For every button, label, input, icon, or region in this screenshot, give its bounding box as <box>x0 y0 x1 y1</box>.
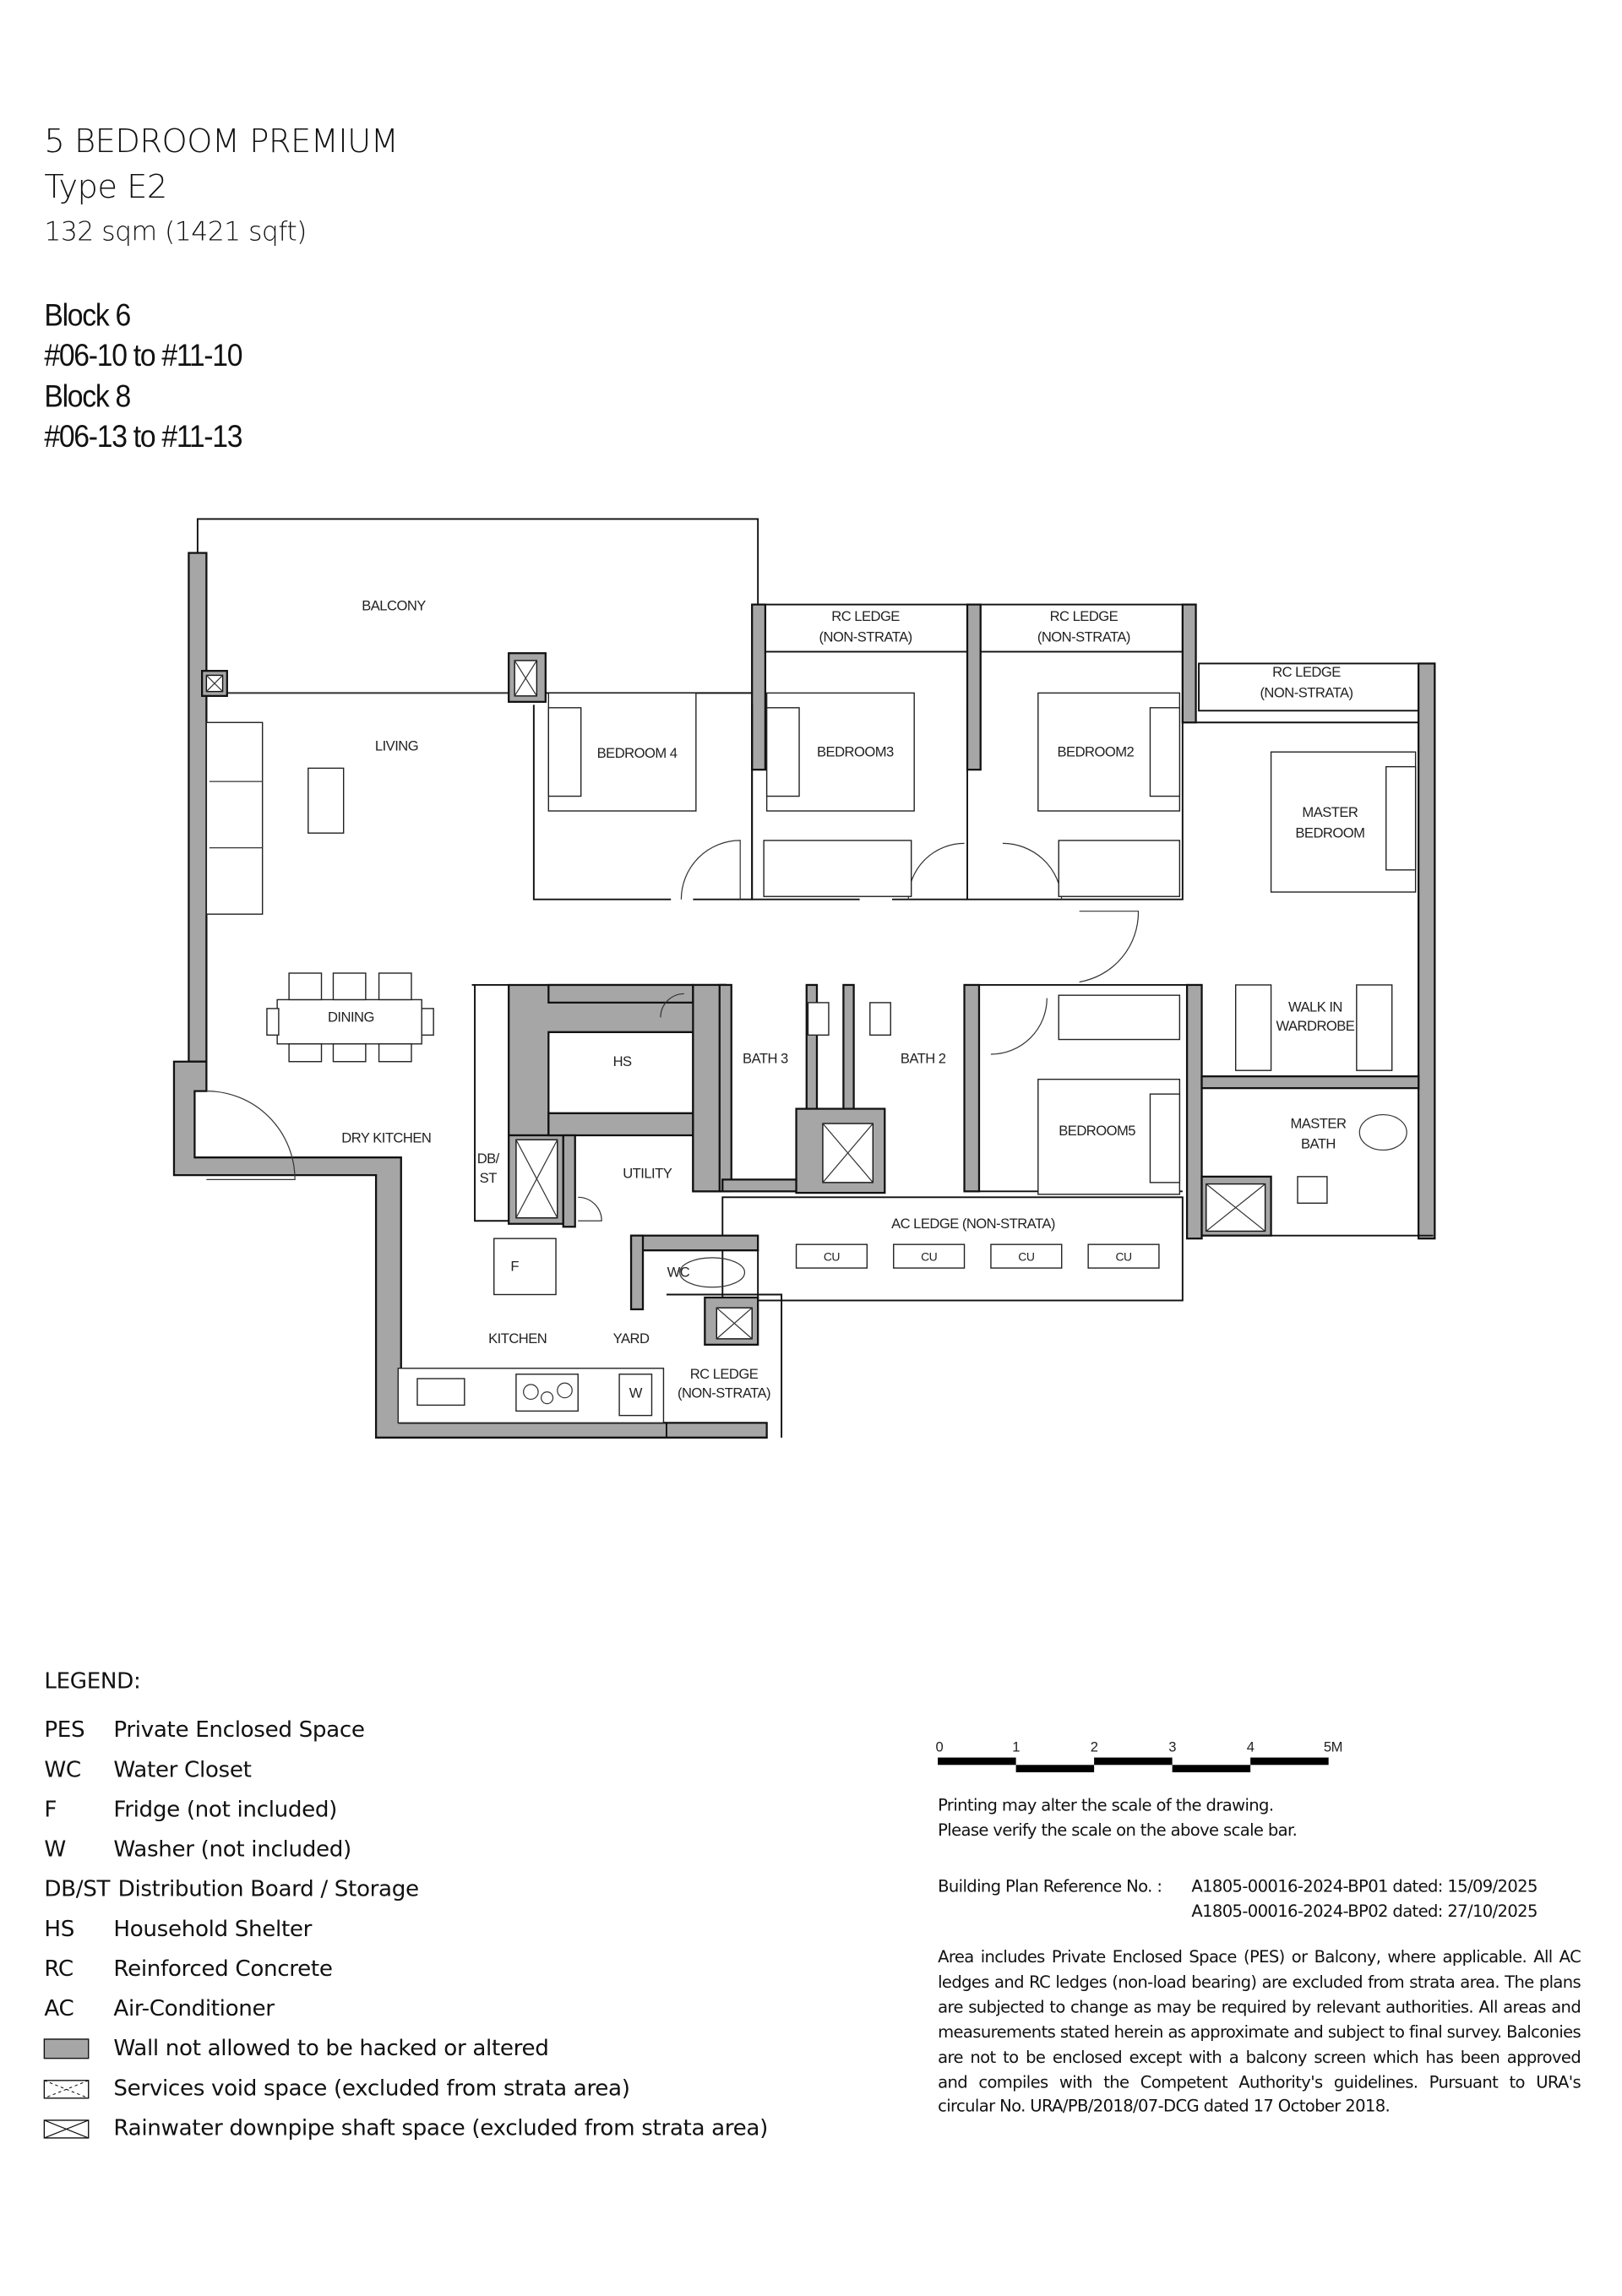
legend-text: Reinforced Concrete <box>113 1955 333 1982</box>
room-label-bedroom3: BEDROOM3 <box>817 743 894 759</box>
unit-area: 132 sqm (1421 sqft) <box>44 216 307 248</box>
room-label-ac-ledge: AC LEDGE (NON-STRATA) <box>891 1216 1055 1232</box>
room-label-living: LIVING <box>375 737 418 754</box>
interior-partitions <box>398 705 1434 1438</box>
legend-abbr: W <box>44 1836 66 1863</box>
cu-label: CU <box>921 1249 937 1263</box>
room-label-rc-ledge: RC LEDGE <box>1272 664 1341 680</box>
legend-list: PES Private Enclosed Space WC Water Closet… <box>44 1717 781 2159</box>
wall-swatch-icon <box>43 2038 90 2059</box>
unit-type-title: 5 BEDROOM PREMIUM <box>44 123 399 161</box>
bp-reference-label: Building Plan Reference No. : <box>938 1876 1162 1896</box>
unit-range: #06-13 to #11-13 <box>44 420 242 454</box>
room-label-rc-ledge: RC LEDGE <box>690 1366 759 1382</box>
room-label-kitchen: KITCHEN <box>488 1330 547 1347</box>
room-label-wc: WC <box>667 1265 690 1281</box>
cu-label: CU <box>1018 1249 1034 1263</box>
scale-segment <box>1094 1757 1173 1766</box>
services-void-icon <box>43 2080 90 2099</box>
legend-text: Distribution Board / Storage <box>117 1875 420 1902</box>
cu-label: CU <box>1115 1249 1131 1263</box>
room-label-hs: HS <box>613 1053 632 1069</box>
scale-note: Printing may alter the scale of the draw… <box>938 1795 1274 1815</box>
legend-text: Washer (not included) <box>113 1836 351 1863</box>
room-labels: BALCONY LIVING BEDROOM 4 BEDROOM3 BEDROO… <box>328 598 1365 1401</box>
room-label-utility: UTILITY <box>623 1166 672 1182</box>
legend-abbr: F <box>44 1795 57 1823</box>
rainwater-shaft-icon <box>43 2119 90 2139</box>
legend-abbr: WC <box>44 1755 81 1783</box>
scale-tick-label: 1 <box>1012 1739 1020 1755</box>
room-label-dbst: ST <box>480 1170 498 1186</box>
scale-tick-label: 0 <box>936 1739 944 1755</box>
room-label-dining: DINING <box>328 1009 374 1026</box>
balcony-outline <box>196 518 759 694</box>
furniture <box>205 692 1417 1424</box>
block-label: Block 8 <box>44 380 131 415</box>
room-label-bath2: BATH 2 <box>901 1050 946 1066</box>
block-label: Block 6 <box>44 299 131 334</box>
room-label-rc-ledge: (NON-STRATA) <box>819 628 912 645</box>
room-label-master-bath: BATH <box>1301 1136 1336 1152</box>
scale-tick-label: 4 <box>1247 1739 1255 1755</box>
bp-reference-line: A1805-00016-2024-BP02 dated: 27/10/2025 <box>1191 1902 1538 1922</box>
washer-label: W <box>629 1385 643 1401</box>
legend-text: Water Closet <box>113 1755 252 1783</box>
room-label-rc-ledge: (NON-STRATA) <box>1037 628 1130 645</box>
room-label-master-bath: MASTER <box>1290 1115 1346 1131</box>
legend-abbr: RC <box>44 1955 73 1982</box>
legend-abbr: PES <box>44 1716 85 1744</box>
scale-segment <box>1172 1765 1251 1773</box>
room-label-master-bedroom: MASTER <box>1302 804 1358 820</box>
room-label-rc-ledge: RC LEDGE <box>831 608 900 624</box>
scale-segment <box>1250 1757 1329 1766</box>
fridge-label: F <box>510 1259 519 1275</box>
scale-tick-label: 5M <box>1324 1739 1342 1755</box>
cu-label: CU <box>824 1249 840 1263</box>
unit-type-code: Type E2 <box>44 169 167 207</box>
legend-title: LEGEND: <box>44 1668 141 1695</box>
scale-segment <box>1015 1765 1095 1773</box>
room-label-bedroom2: BEDROOM2 <box>1058 743 1135 759</box>
scale-segment <box>938 1757 1016 1766</box>
scale-bar: 0 1 2 3 4 5M <box>936 1739 1342 1773</box>
room-label-master-bedroom: BEDROOM <box>1295 824 1364 841</box>
legend-text: Wall not allowed to be hacked or altered <box>113 2034 549 2062</box>
room-label-rc-ledge: RC LEDGE <box>1050 608 1119 624</box>
unit-range: #06-10 to #11-10 <box>44 339 242 373</box>
legend-abbr: HS <box>44 1915 74 1942</box>
legend-text: Household Shelter <box>113 1915 313 1942</box>
room-label-dry-kitchen: DRY KITCHEN <box>341 1130 431 1146</box>
bp-reference-line: A1805-00016-2024-BP01 dated: 15/09/2025 <box>1191 1876 1538 1896</box>
legend-text: Services void space (excluded from strat… <box>113 2074 630 2102</box>
room-label-bedroom4: BEDROOM 4 <box>597 745 678 761</box>
room-label-rc-ledge: (NON-STRATA) <box>1260 685 1353 701</box>
legend-abbr: DB/ST <box>44 1875 111 1902</box>
room-label-dbst: DB/ <box>477 1151 500 1167</box>
legend-text: Private Enclosed Space <box>113 1716 365 1744</box>
legend-text: Rainwater downpipe shaft space (excluded… <box>113 2114 768 2141</box>
room-label-walk-in-wardrobe: WALK IN <box>1288 998 1342 1015</box>
scale-tick-label: 2 <box>1091 1739 1098 1755</box>
room-label-bedroom5: BEDROOM5 <box>1059 1123 1135 1139</box>
room-label-yard: YARD <box>613 1330 650 1347</box>
scale-tick-label: 3 <box>1168 1739 1176 1755</box>
legend-abbr: AC <box>44 1994 74 2022</box>
room-label-rc-ledge: (NON-STRATA) <box>678 1385 770 1401</box>
shaft-icons <box>205 660 1266 1340</box>
room-label-bath3: BATH 3 <box>743 1050 788 1066</box>
disclaimer-text: Area includes Private Enclosed Space (PE… <box>938 1947 1581 2117</box>
legend-text: Fridge (not included) <box>113 1795 338 1823</box>
room-label-walk-in-wardrobe: WARDROBE <box>1276 1018 1355 1034</box>
scale-note: Please verify the scale on the above sca… <box>938 1820 1298 1841</box>
room-label-balcony: BALCONY <box>362 598 426 614</box>
legend-text: Air-Conditioner <box>113 1994 275 2022</box>
